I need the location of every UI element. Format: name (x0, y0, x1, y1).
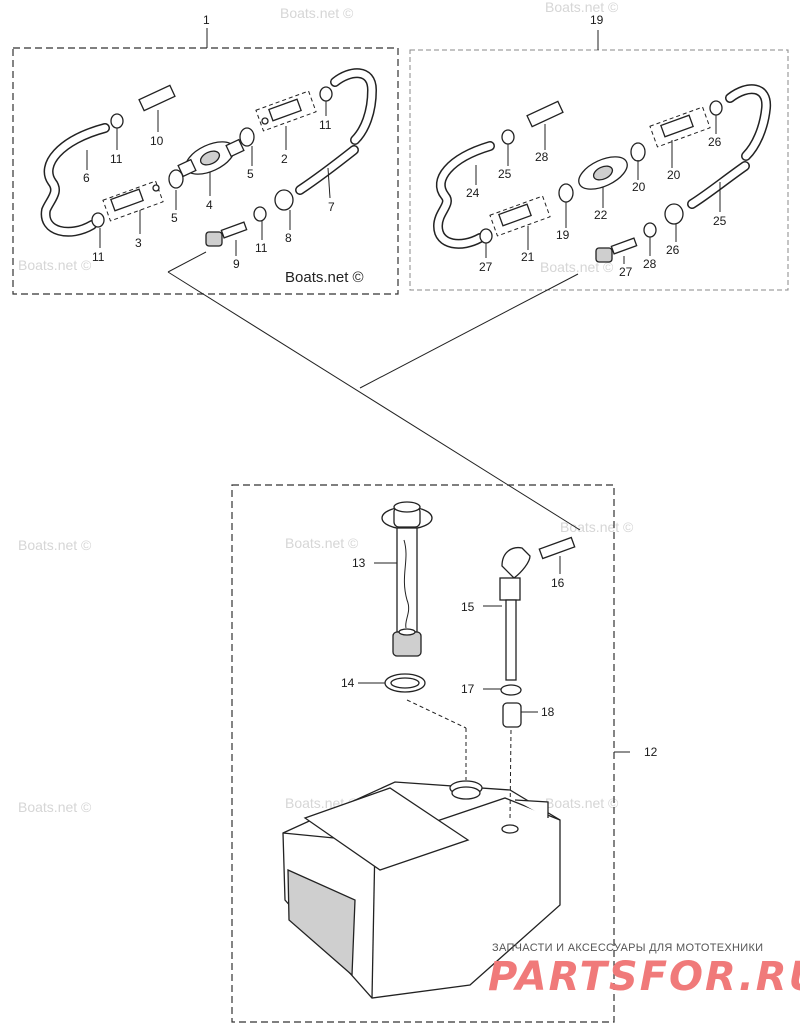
watermark: Boats.net © (280, 5, 354, 21)
label-29: 27 (479, 260, 493, 274)
label-10: 10 (150, 134, 164, 148)
connector-9 (205, 221, 248, 247)
label-20: 20 (667, 168, 681, 182)
label-5: 5 (247, 167, 254, 181)
label-18: 18 (541, 705, 555, 719)
fuel-pickup-15 (499, 546, 531, 681)
label-24: 24 (466, 186, 480, 200)
check-valve-2 (255, 90, 317, 132)
watermark-main: Boats.net © (285, 269, 364, 286)
watermark: Boats.net © (18, 799, 92, 815)
label-7: 7 (328, 200, 335, 214)
watermark: Boats.net © (18, 257, 92, 273)
footer-logo: PARTSFOR.RU (488, 954, 800, 1000)
clamp-11 (110, 113, 124, 129)
clamp-29 (479, 228, 493, 244)
footer-tagline: ЗАПЧАСТИ И АКСЕССУАРЫ ДЛЯ МОТОТЕХНИКИ (492, 942, 763, 954)
label-4: 4 (206, 198, 213, 212)
leader-line (167, 271, 581, 531)
watermark: Boats.net © (540, 259, 614, 275)
label-28: 28 (535, 150, 549, 164)
label-23: 20 (632, 180, 646, 194)
ring-5 (239, 127, 255, 147)
check-valve-20 (649, 106, 711, 148)
watermark: Boats.net © (18, 537, 92, 553)
label-15: 15 (461, 600, 475, 614)
tank-labels: 12 13 14 15 16 17 18 (341, 556, 658, 759)
watermark: Boats.net © (285, 535, 359, 551)
label-12: 12 (644, 745, 658, 759)
faint-watermarks: Boats.net © Boats.net © Boats.net © Boat… (18, 0, 634, 815)
grommet-8 (274, 189, 294, 211)
label-21: 21 (521, 250, 535, 264)
connector-10 (138, 84, 176, 112)
watermark: Boats.net © (545, 0, 619, 15)
label-11: 11 (110, 152, 123, 166)
label-23: 19 (556, 228, 570, 242)
label-9: 9 (233, 257, 240, 271)
connector-16 (538, 536, 576, 560)
label-3: 3 (135, 236, 142, 250)
label-11: 11 (255, 241, 268, 255)
kit-19-box (409, 49, 789, 291)
leader-line (359, 273, 579, 389)
leader-line (167, 251, 207, 273)
gasket-14 (384, 673, 426, 693)
label-13: 13 (352, 556, 366, 570)
clamp-29 (643, 222, 657, 238)
ring-23 (630, 142, 646, 162)
primer-bulb-22 (578, 156, 628, 190)
kit-1-labels: 1 2 3 4 5 5 6 7 8 9 10 11 11 11 11 Boats… (83, 13, 364, 286)
label-8: 8 (285, 231, 292, 245)
primer-bulb-4 (177, 138, 245, 178)
label-2: 2 (281, 152, 288, 166)
connector-28 (526, 100, 564, 128)
ring-23 (558, 183, 574, 203)
label-16: 16 (551, 576, 565, 590)
label-29: 26 (708, 135, 722, 149)
clamp-11 (91, 212, 105, 228)
fuel-tank-12 (282, 780, 561, 999)
ring-5 (168, 169, 184, 189)
check-valve-21 (489, 195, 551, 237)
clamp-11 (253, 206, 267, 222)
kit-19-labels: 19 20 21 22 19 20 24 25 26 27 28 25 26 2… (466, 13, 727, 279)
watermark: Boats.net © (545, 795, 619, 811)
filter-18 (502, 702, 522, 728)
label-1: 1 (203, 13, 210, 27)
label-14: 14 (341, 676, 355, 690)
label-29: 25 (498, 167, 512, 181)
clamp-29 (501, 129, 515, 145)
clamp-11 (319, 86, 333, 102)
tank-box (231, 484, 615, 1023)
label-11: 11 (92, 250, 105, 264)
kit-1-box (12, 47, 399, 295)
grommet-26 (664, 203, 684, 225)
label-17: 17 (461, 682, 475, 696)
o-ring-17 (500, 684, 522, 696)
label-25: 25 (713, 214, 727, 228)
footer-branding: ЗАПЧАСТИ И АКСЕССУАРЫ ДЛЯ МОТОТЕХНИКИ PA… (488, 942, 800, 1000)
clamp-29 (709, 100, 723, 116)
label-5: 5 (171, 211, 178, 225)
label-27: 27 (619, 265, 633, 279)
label-6: 6 (83, 171, 90, 185)
label-22: 22 (594, 208, 608, 222)
label-29: 28 (643, 257, 657, 271)
check-valve-3 (102, 180, 164, 222)
label-11: 11 (319, 118, 332, 132)
label-19: 19 (590, 13, 604, 27)
fuel-gauge-13 (381, 501, 433, 657)
label-26: 26 (666, 243, 680, 257)
watermark: Boats.net © (560, 519, 634, 535)
connector-27 (595, 237, 638, 263)
